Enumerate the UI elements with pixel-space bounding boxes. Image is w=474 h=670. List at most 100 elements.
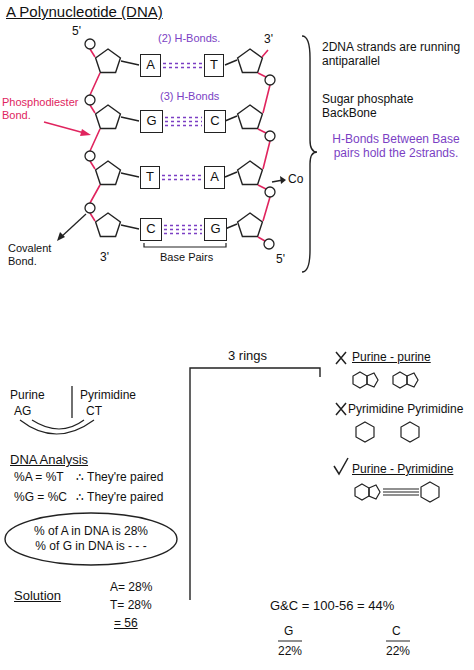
sugar-pentagon [96, 213, 121, 237]
pairing-rule: Pyrimidine Pyrimidine [348, 402, 463, 416]
cross-mark [336, 352, 346, 364]
check-mark [334, 458, 348, 474]
base-box: T [140, 166, 160, 189]
base-box: G [140, 110, 163, 133]
base-class: Purine [10, 388, 45, 402]
backbone-line [90, 49, 100, 221]
pyrimidine-hexagon [421, 482, 439, 502]
purine-pentagon [407, 373, 418, 387]
phosphate-circle [265, 75, 275, 85]
strand-end: 3' [264, 32, 273, 46]
phosphate-circle [264, 239, 274, 249]
note: ∴ They're paired [76, 470, 163, 484]
covalent-arrowhead [280, 176, 286, 184]
sugar-pentagon [238, 49, 263, 73]
purine-hexagon [355, 484, 369, 500]
purine-hexagon [393, 372, 407, 388]
purine-pyrimidine-divider [71, 386, 72, 418]
sugar-phosphate-backbone [90, 49, 270, 241]
hydrogen-bond [165, 118, 202, 126]
base-letter: A [146, 57, 155, 73]
ring-sketches [353, 372, 439, 502]
percent-underline [278, 640, 410, 641]
phosphate-circle [265, 187, 275, 197]
part-label: Base Pairs [160, 251, 213, 264]
base-box: A [140, 54, 161, 77]
purine-pentagon [369, 485, 380, 499]
cross-mark [336, 403, 346, 415]
base-class: Pyrimidine [80, 388, 136, 402]
purine-pentagon [367, 373, 378, 387]
phosphate-circle [85, 39, 95, 49]
equation: %G = %C [14, 490, 67, 504]
covalent-arrow [60, 214, 86, 238]
base-letter: T [146, 169, 154, 185]
percent: 22% [278, 644, 302, 658]
base-box: T [204, 54, 224, 77]
base-letter: G [146, 113, 156, 129]
sugar-pentagon [238, 213, 263, 237]
hydrogen-bond [163, 64, 202, 68]
note: H-Bonds Between Base pairs hold the 2str… [322, 132, 470, 161]
sugar-pentagon [96, 161, 121, 185]
base-pairs-bracket [144, 243, 226, 247]
equation: T= 28% [110, 598, 152, 612]
base-box: A [204, 166, 225, 189]
pyrimidine-hexagon [356, 422, 374, 442]
note: 2DNA strands are running antiparallel [322, 40, 470, 69]
note-text: % of A in DNA is 28% [4, 524, 178, 539]
equation: A= 28% [110, 580, 152, 594]
purine-hexagon [353, 372, 367, 388]
phosphodiester-arrowhead [80, 129, 91, 136]
note: 3 rings [228, 348, 267, 364]
bond-note: (3) H-Bonds [160, 90, 219, 103]
hydrogen-bond [164, 226, 202, 234]
covalent-arrowhead [57, 232, 65, 241]
bond-label: Covalent Bond. [8, 242, 68, 268]
note: Sugar phosphate BackBone [322, 92, 470, 121]
strand-end: 5' [276, 252, 285, 266]
base-letter: C [146, 221, 155, 237]
pairing-curve [20, 420, 94, 434]
sugar-pentagon [238, 105, 263, 129]
base-letter: C [210, 113, 219, 129]
ellipse-shape [5, 513, 177, 565]
phosphate-circle [265, 131, 275, 141]
strand-end: 5' [72, 24, 81, 38]
phosphate-groups [85, 39, 275, 249]
base-letter: G [284, 624, 293, 638]
note-text: % of G in DNA is - - - [4, 539, 178, 554]
bond-note: (2) H-Bonds. [158, 32, 220, 45]
section-heading: Solution [14, 588, 61, 604]
section-heading: DNA Analysis [10, 452, 88, 468]
equation: %A = %T [14, 470, 64, 484]
right-brace [302, 36, 317, 272]
note-ellipse: % of A in DNA is 28%% of G in DNA is - -… [4, 512, 178, 566]
sugar-pentagon [238, 161, 263, 185]
base-letter: T [210, 57, 218, 73]
base-box: C [204, 110, 226, 133]
bond-label: Phosphodiester Bond. [2, 96, 80, 122]
base-letter: C [392, 624, 401, 638]
phosphate-circle [85, 151, 95, 161]
base-letters: AG [14, 404, 31, 418]
sugar-pentagon [96, 105, 121, 129]
base-box: G [204, 218, 227, 241]
phosphate-circle [85, 203, 95, 213]
sugar-rings [96, 49, 263, 237]
page-title: A Polynucleotide (DNA) [6, 3, 163, 21]
base-link [121, 60, 237, 229]
rings-bracket [190, 368, 320, 600]
percent: 22% [386, 644, 410, 658]
pairing-bonds [383, 489, 419, 495]
note: ∴ They're paired [76, 490, 163, 504]
equation: = 56 [114, 616, 138, 630]
pairing-rule: Purine - purine [352, 350, 431, 364]
strand-end: 3' [100, 250, 109, 264]
phosphate-circle [85, 95, 95, 105]
base-letter: G [210, 221, 220, 237]
pyrimidine-hexagon [401, 422, 419, 442]
base-letter: A [210, 169, 219, 185]
bond-label: Co [288, 172, 303, 186]
equation: G&C = 100-56 = 44% [270, 598, 394, 614]
